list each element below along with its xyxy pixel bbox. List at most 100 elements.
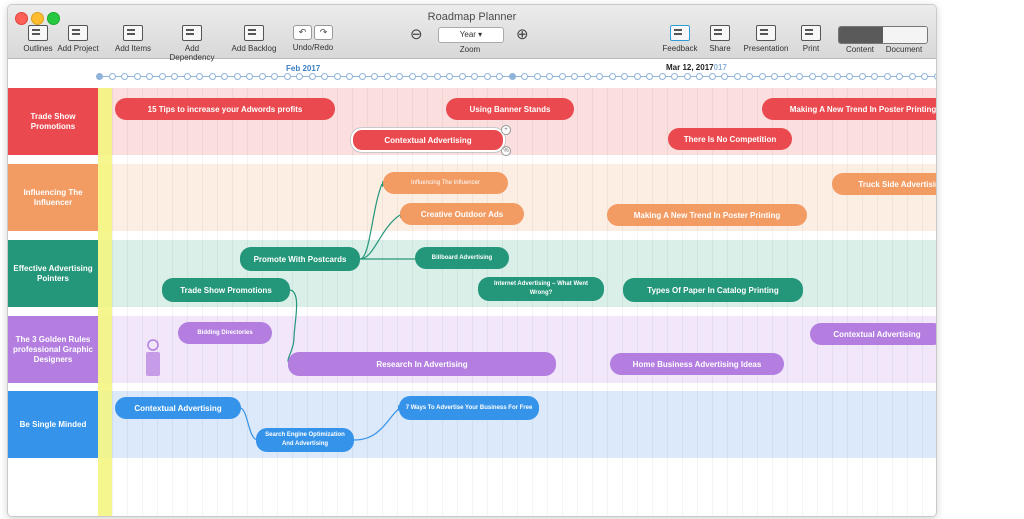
outlines-icon (28, 25, 48, 41)
lane-header-golden-rules[interactable]: The 3 Golden Rules professional Graphic … (8, 316, 98, 383)
item-contextual-advertising-selected[interactable]: Contextual Advertising (351, 128, 505, 152)
item-promote-with-postcards[interactable]: Promote With Postcards (240, 247, 360, 271)
zoom-label: Zoom (459, 45, 481, 54)
grid-column (862, 88, 863, 516)
lane-header-be-single-minded[interactable]: Be Single Minded (8, 391, 98, 458)
zoom-in-icon[interactable]: ⊕ (516, 26, 529, 43)
add-project-label: Add Project (57, 44, 99, 53)
timeline-tick (708, 73, 716, 80)
timeline-tick (171, 73, 178, 80)
timeline-tick (396, 73, 403, 80)
timeline-tick (358, 73, 366, 80)
timeline-tick (96, 73, 103, 80)
item-bidding-directories[interactable]: Bidding Directories (178, 322, 272, 344)
link-postcards-creative[interactable] (359, 214, 401, 260)
add-project-button[interactable]: Add Project (56, 25, 100, 53)
grid-column (307, 88, 308, 516)
zoom-select[interactable]: Year ▾ (438, 27, 504, 43)
minimize-window-button[interactable] (31, 12, 44, 25)
item-catalog-paper[interactable]: Types Of Paper In Catalog Printing (623, 278, 803, 302)
item-contextual-advertising-3[interactable]: Contextual Advertising (115, 397, 241, 419)
print-button[interactable]: Print (796, 25, 826, 53)
item-new-trend-poster-2[interactable]: Making A New Trend In Poster Printing (607, 204, 807, 226)
grid-column (682, 88, 683, 516)
timeline-tick (796, 73, 803, 80)
window-title: Roadmap Planner (427, 11, 517, 23)
roadmap-canvas[interactable]: Trade Show Promotions Influencing The In… (8, 88, 936, 516)
add-items-button[interactable]: Add Items (112, 25, 154, 53)
add-handle-icon[interactable]: + (501, 125, 511, 135)
share-button[interactable]: Share (704, 25, 736, 53)
add-backlog-icon (244, 25, 264, 41)
document-view-segment[interactable] (883, 27, 927, 43)
timeline-tick (621, 73, 628, 80)
timeline-tick (933, 73, 936, 80)
undo-icon[interactable]: ↶ (293, 25, 312, 40)
item-tips-adwords[interactable]: 15 Tips to increase your Adwords profits (115, 98, 335, 120)
timeline-tick (846, 73, 853, 80)
timeline-month-label: Feb 2017 (286, 64, 321, 73)
item-research-in-advertising[interactable]: Research In Advertising (288, 352, 556, 376)
timeline-tick (683, 73, 691, 80)
resize-handle-icon[interactable]: % (501, 146, 511, 156)
timeline-tick (508, 73, 516, 80)
add-dependency-button[interactable]: Add Dependency (162, 25, 222, 62)
item-home-business-advertising[interactable]: Home Business Advertising Ideas (610, 353, 784, 375)
document-label: Document (885, 45, 923, 54)
grid-column (877, 88, 878, 516)
grid-column (742, 88, 743, 516)
timeline-ruler[interactable]: Feb 2017 Mar 12, 2017017 (96, 63, 936, 90)
redo-icon[interactable]: ↷ (314, 25, 333, 40)
item-internet-advertising[interactable]: Internet Advertising – What Went Wrong? (478, 277, 604, 301)
item-new-trend-poster-1[interactable]: Making A New Trend In Poster Printing (762, 98, 936, 120)
item-seo-advertising[interactable]: Search Engine Optimization And Advertisi… (256, 428, 354, 452)
outlines-button[interactable]: Outlines (18, 25, 58, 53)
grid-column (247, 88, 248, 516)
timeline-tick (321, 73, 328, 80)
timeline-tick (208, 73, 216, 80)
link-contextual-seo[interactable] (239, 407, 259, 441)
grid-column (727, 88, 728, 516)
timeline-tick (233, 73, 241, 80)
timeline-marker-label[interactable]: Mar 12, 2017017 (666, 63, 727, 72)
close-window-button[interactable] (15, 12, 28, 25)
grid-column (712, 88, 713, 516)
timeline-tick (658, 73, 666, 80)
grid-column (112, 88, 113, 516)
content-view-segment[interactable] (839, 27, 883, 43)
item-influencing-the-influencer[interactable]: Influencing The Influencer (383, 172, 508, 194)
timeline-tick (908, 73, 916, 80)
lane-header-trade-show-promotions[interactable]: Trade Show Promotions (8, 88, 98, 155)
timeline-line (98, 76, 936, 77)
grid-column (607, 88, 608, 516)
person-icon[interactable] (144, 338, 162, 383)
timeline-tick (646, 73, 653, 80)
item-contextual-advertising-2[interactable]: Contextual Advertising (810, 323, 936, 345)
item-no-competition[interactable]: There Is No Competition (668, 128, 792, 150)
item-creative-outdoor-ads[interactable]: Creative Outdoor Ads (400, 203, 524, 225)
item-billboard-advertising[interactable]: Billboard Advertising (415, 247, 509, 269)
item-banner-stands[interactable]: Using Banner Stands (446, 98, 574, 120)
feedback-button[interactable]: Feedback (660, 25, 700, 53)
add-backlog-button[interactable]: Add Backlog (230, 25, 278, 53)
timeline-tick (771, 73, 778, 80)
item-truck-side-advertising[interactable]: Truck Side Advertising Isn T It Time (832, 173, 936, 195)
timeline-tick (858, 73, 866, 80)
grid-column (352, 88, 353, 516)
link-seo-sevenways[interactable] (353, 407, 401, 441)
grid-column (427, 88, 428, 516)
zoom-out-icon[interactable]: ⊖ (410, 26, 423, 43)
grid-column (547, 88, 548, 516)
lane-header-influencing-the-influencer[interactable]: Influencing The Influencer (8, 164, 98, 231)
zoom-window-button[interactable] (47, 12, 60, 25)
grid-column (577, 88, 578, 516)
item-seven-ways-advertise[interactable]: 7 Ways To Advertise Your Business For Fr… (399, 396, 539, 420)
presentation-button[interactable]: Presentation (742, 25, 790, 53)
item-trade-show-promotions[interactable]: Trade Show Promotions (162, 278, 290, 302)
lane-header-effective-advertising-pointers[interactable]: Effective Advertising Pointers (8, 240, 98, 307)
timeline-tick (583, 73, 591, 80)
grid-column (187, 88, 188, 516)
grid-column (337, 88, 338, 516)
grid-column (922, 88, 923, 516)
link-postcards-influencing[interactable] (359, 183, 383, 260)
